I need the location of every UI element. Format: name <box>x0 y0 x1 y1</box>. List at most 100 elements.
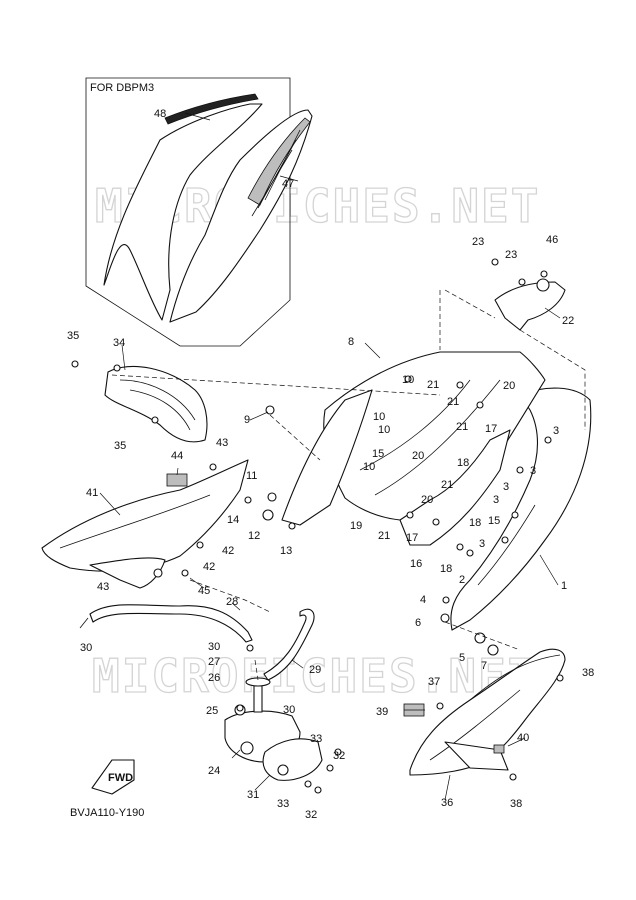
callout: 33 <box>277 798 289 810</box>
callout: 20 <box>412 450 424 462</box>
callout-labels: 1 2 3 3 3 3 3 4 5 6 7 8 9 10 10 10 10 11… <box>67 108 594 821</box>
callout: 8 <box>348 336 354 348</box>
callout: 15 <box>372 448 384 460</box>
callout: 43 <box>97 581 109 593</box>
callout: 32 <box>333 750 345 762</box>
callout: 43 <box>216 437 228 449</box>
callout: 21 <box>447 396 459 408</box>
callout: 42 <box>222 545 234 557</box>
callout: 19 <box>350 520 362 532</box>
side-cover-left <box>41 459 249 572</box>
callout: 39 <box>376 706 388 718</box>
callout: 13 <box>280 545 292 557</box>
lower-cover-trim <box>444 741 509 771</box>
inset-title: FOR DBPM3 <box>90 82 154 94</box>
callout: 20 <box>503 380 515 392</box>
inset-stripe-48 <box>164 93 259 125</box>
callout: 1 <box>561 580 567 592</box>
callout: 16 <box>410 558 422 570</box>
callout: 48 <box>154 108 166 120</box>
callout: 17 <box>485 423 497 435</box>
callout: 5 <box>459 652 465 664</box>
callout: 4 <box>420 594 426 606</box>
label-44 <box>166 473 188 487</box>
callout: 12 <box>248 530 260 542</box>
canister-assembly <box>224 677 323 781</box>
callout: 3 <box>553 425 559 437</box>
callout: 20 <box>421 494 433 506</box>
callout: 41 <box>86 487 98 499</box>
callout: 31 <box>247 789 259 801</box>
callout: 10 <box>363 461 375 473</box>
callout: 21 <box>456 421 468 433</box>
callout: 25 <box>206 705 218 717</box>
callout: 18 <box>469 517 481 529</box>
callout: 42 <box>203 561 215 573</box>
callout: 36 <box>441 797 453 809</box>
callout: 34 <box>113 337 125 349</box>
inset-panel: FOR DBPM3 <box>85 77 313 347</box>
callout: 28 <box>226 596 238 608</box>
callout: 3 <box>493 494 499 506</box>
inset-graphic-47 <box>247 117 311 206</box>
watermark-bottom: MICROFICHES.NET <box>92 649 537 703</box>
callout: 37 <box>428 676 440 688</box>
fwd-arrow-icon: FWD <box>91 759 135 795</box>
callout: 24 <box>208 765 220 777</box>
callout: 44 <box>171 450 183 462</box>
callout: 6 <box>415 617 421 629</box>
callout: 46 <box>546 234 558 246</box>
callout: 10 <box>378 424 390 436</box>
fasteners <box>71 258 564 794</box>
callout: 27 <box>208 656 220 668</box>
callout: 21 <box>441 479 453 491</box>
callout: 23 <box>505 249 517 261</box>
tail-bracket <box>399 429 511 546</box>
callout: 18 <box>457 457 469 469</box>
callout: 35 <box>114 440 126 452</box>
callout: 11 <box>246 470 257 482</box>
callout: 35 <box>67 330 79 342</box>
leader-lines <box>99 112 561 801</box>
hose-28 <box>89 604 253 643</box>
callout: 17 <box>406 532 418 544</box>
callout: 45 <box>198 585 210 597</box>
callout: 3 <box>479 538 485 550</box>
callout: 30 <box>283 704 295 716</box>
callout: 29 <box>309 664 321 676</box>
callout: 47 <box>282 178 294 190</box>
hose-29 <box>263 608 315 681</box>
callout: 10 <box>402 374 414 386</box>
callout: 18 <box>440 563 452 575</box>
callout: 3 <box>530 465 536 477</box>
callout: 23 <box>472 236 484 248</box>
diagram-code: BVJA110-Y190 <box>70 807 144 819</box>
label-40 <box>493 744 505 754</box>
callout: 21 <box>378 530 390 542</box>
cover-34 <box>104 365 208 443</box>
callout: 22 <box>562 315 574 327</box>
callout: 33 <box>310 733 322 745</box>
callout: 3 <box>503 481 509 493</box>
callout: 2 <box>459 574 465 586</box>
guide-lines <box>111 289 586 681</box>
callout: 14 <box>227 514 239 526</box>
tail-frame-left <box>281 389 373 526</box>
inset-tail-cover <box>103 103 263 321</box>
callout: 9 <box>244 414 250 426</box>
callout: 38 <box>510 798 522 810</box>
bracket-22 <box>494 281 566 331</box>
callout: 15 <box>488 515 500 527</box>
side-cover-right <box>450 387 592 631</box>
callout: 26 <box>208 672 220 684</box>
side-cover-left-lower <box>89 557 166 589</box>
callout: 40 <box>517 732 529 744</box>
callout: 7 <box>481 660 487 672</box>
fwd-label: FWD <box>108 772 133 784</box>
callout: 30 <box>208 641 220 653</box>
callout: 30 <box>80 642 92 654</box>
callout: 21 <box>427 379 439 391</box>
callout: 10 <box>373 411 385 423</box>
callout: 38 <box>582 667 594 679</box>
